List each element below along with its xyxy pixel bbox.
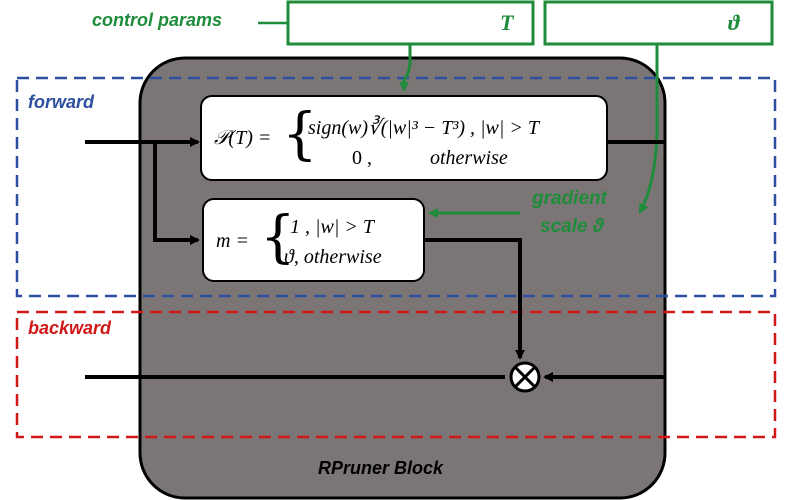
control-params-label: control params [92,10,223,30]
backward-region [15,310,777,439]
scale-label: scale ϑ [540,216,605,237]
formula-m-line2: ϑ, otherwise [284,246,382,268]
formula-p-brace: { [282,102,318,167]
formula-p-box: 𝒫(T) = { sign(w)∛(|w|³ − T³) , |w| > T 0… [200,95,608,181]
param-box-T [286,0,535,46]
forward-label: forward [28,92,95,112]
branch-to-m-arrow [153,142,200,245]
backward-label: backward [28,318,112,338]
formula-m-box: m = { 1 , |w| > T ϑ, otherwise [202,198,425,282]
param-box-theta [543,0,774,46]
block-title: RPruner Block [318,458,444,478]
formula-p-line2b: otherwise [430,147,508,169]
formula-p-lhs: 𝒫(T) = [214,127,272,149]
param-T-symbol: T [500,10,514,35]
formula-p-line1: sign(w)∛(|w|³ − T³) , |w| > T [308,117,539,139]
theta-to-gradient-arrow [638,44,659,214]
formula-p-line2a: 0 , [352,147,372,169]
param-theta-symbol: ϑ [728,10,740,35]
forward-region [15,76,777,298]
gradient-label: gradient [532,188,607,209]
multiply-cross-b [513,365,537,389]
m-to-multiplier-arrow [425,238,525,360]
T-to-formula-arrow [399,44,412,92]
formula-m-line1: 1 , |w| > T [290,216,374,238]
formula-m-lhs: m = [216,230,249,252]
formula-m-brace: { [260,205,296,270]
